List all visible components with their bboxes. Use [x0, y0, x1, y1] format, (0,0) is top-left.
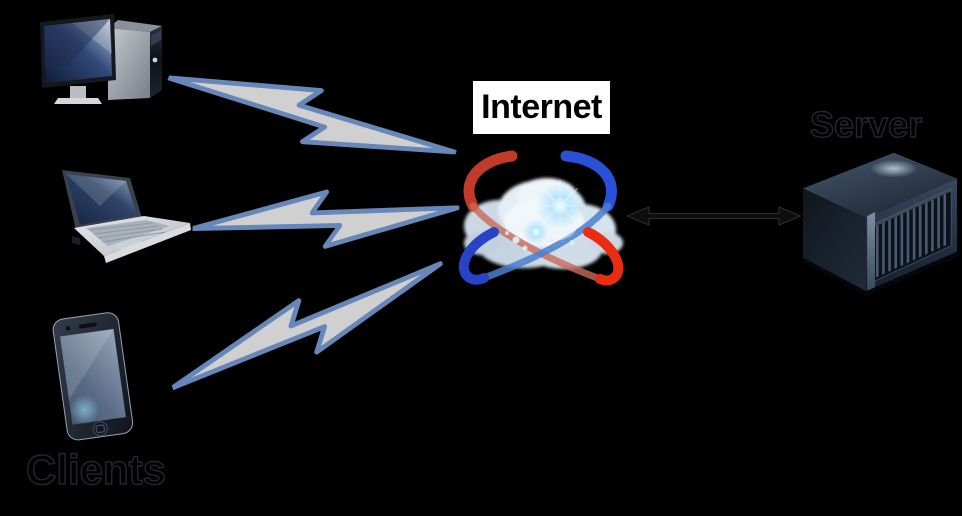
server-graphic — [802, 152, 958, 296]
laptop-icon — [52, 166, 192, 266]
swirl-red — [463, 150, 604, 283]
double-headed-arrow — [627, 205, 801, 227]
rack-server-icon — [795, 146, 962, 296]
front-camera — [65, 326, 71, 331]
cloud-graphic — [458, 150, 624, 286]
power-button — [152, 57, 158, 63]
monitor-screen — [44, 19, 112, 83]
laptop-base — [72, 216, 191, 263]
smartphone-graphic — [52, 312, 134, 441]
server-top-face — [802, 152, 958, 219]
desktop-computer-graphic — [40, 14, 162, 104]
laptop-lid — [62, 170, 142, 230]
lightning-bolt-smartphone-link — [156, 245, 459, 408]
monitor — [40, 14, 116, 104]
server-rail — [867, 212, 876, 292]
keyboard — [86, 220, 170, 246]
earpiece — [78, 322, 97, 329]
server-left-face — [802, 188, 867, 292]
internet-label: Internet — [473, 81, 610, 134]
laptop-screen — [66, 174, 137, 225]
swirl-red-hook — [583, 227, 624, 286]
clients-label: Clients — [25, 445, 167, 493]
lightning-bolt-desktop-link — [161, 32, 463, 200]
laptop-graphic — [62, 170, 191, 263]
smartphone-icon — [49, 307, 140, 446]
cloud-sparkles — [505, 180, 586, 251]
desktop-computer-icon — [38, 6, 164, 106]
swirl-blue — [458, 150, 617, 285]
internet-cloud-icon — [452, 148, 630, 303]
server-label: Server — [809, 103, 923, 145]
tower-unit — [108, 20, 162, 100]
lightning-bolt-laptop-link — [191, 180, 460, 258]
